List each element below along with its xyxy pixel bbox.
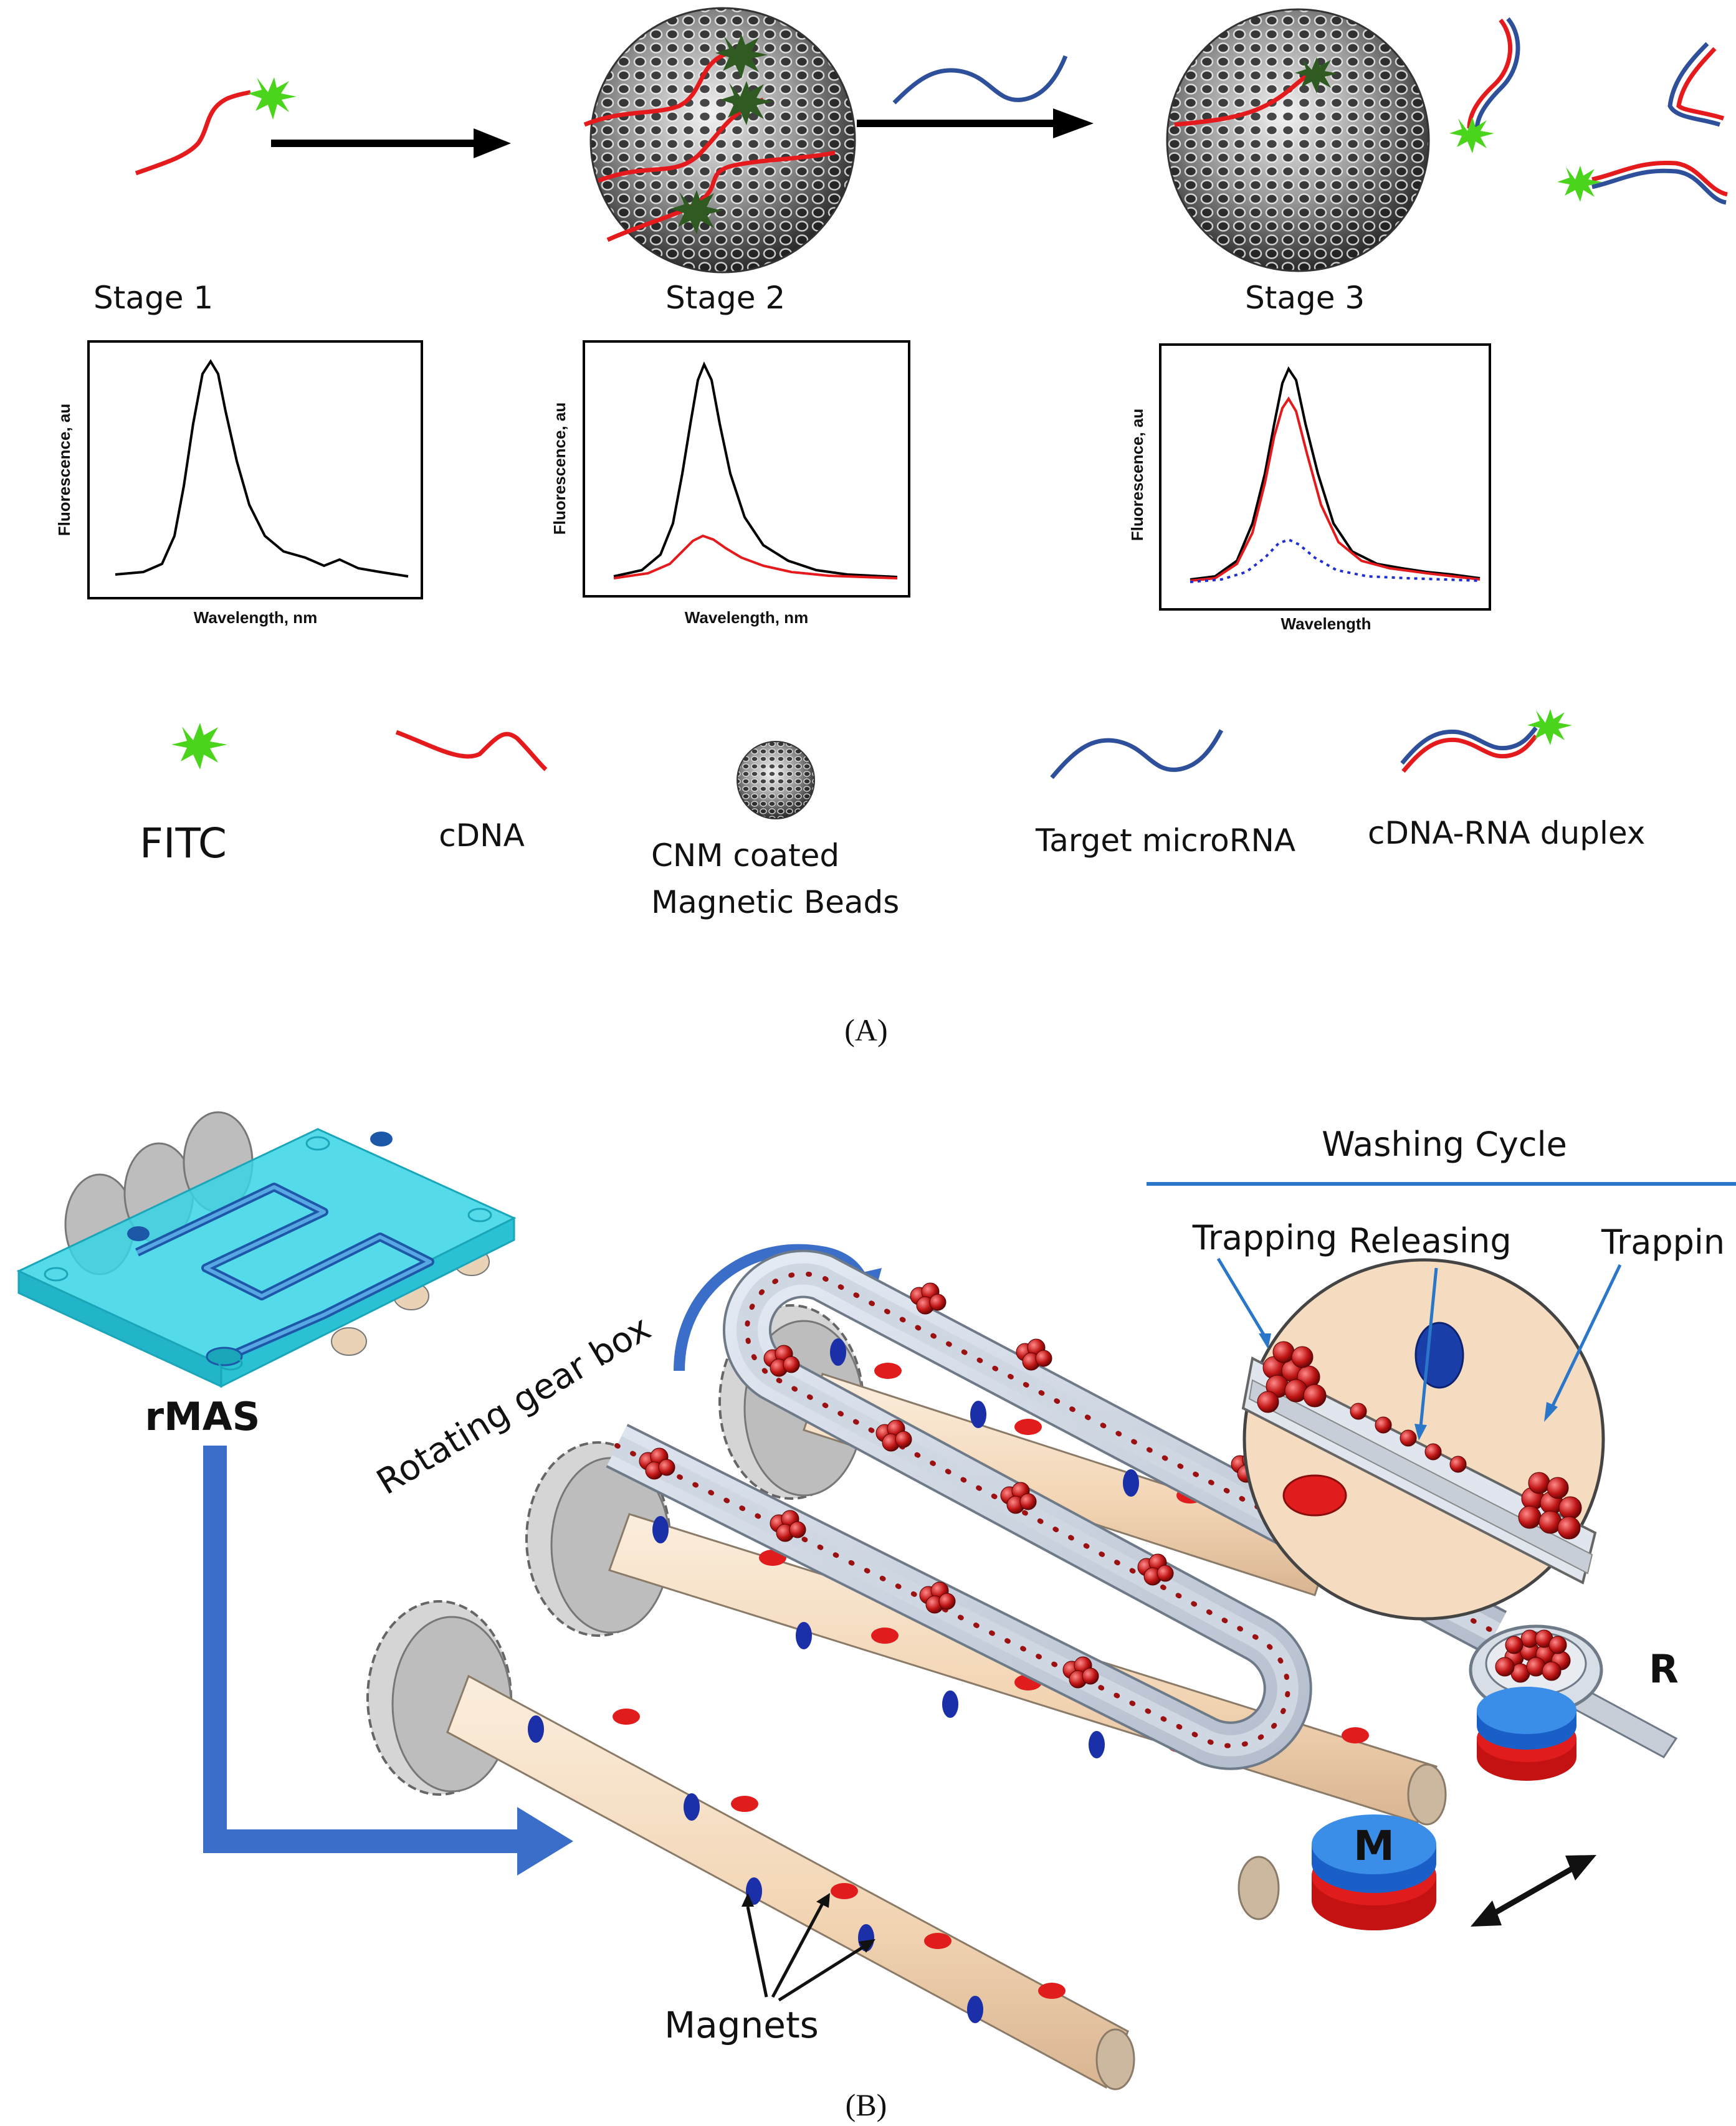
stage3-bead (1166, 8, 1430, 272)
fitc-star-icon (248, 77, 297, 120)
inset-pointer-arrows (1216, 1257, 1622, 1441)
rotation-arrow (674, 1244, 869, 1371)
stage1-probe (135, 77, 297, 176)
panel-b-label: (B) (846, 2087, 887, 2122)
rmas-chip (16, 1111, 517, 1388)
rod-1 (446, 1674, 1135, 2090)
plot-stage1: Wavelength, nm Fluorescence, au (55, 340, 423, 627)
legend-cdna-label: cDNA (439, 818, 525, 854)
stage2-label: Stage 2 (665, 280, 785, 316)
stage2-bead (583, 7, 856, 274)
plot2-curve-black (613, 361, 898, 578)
plot3-xlabel: Wavelength (1281, 614, 1371, 633)
legend-duplex-icon (1400, 709, 1572, 773)
plot3-curve-blue-dotted (1190, 538, 1481, 583)
stage3-label: Stage 3 (1245, 280, 1365, 316)
legend-cdna-icon (395, 730, 548, 771)
arrow-stage2-to-stage3 (857, 108, 1094, 138)
plot2-ylabel: Fluorescence, au (550, 403, 569, 535)
plot-stage2: Wavelength, nm Fluorescence, au (550, 340, 910, 627)
releasing-label: Releasing (1348, 1221, 1511, 1261)
plot3-ylabel: Fluorescence, au (1128, 409, 1147, 541)
plot3-frame (1159, 343, 1491, 611)
rmas-label: rMAS (145, 1394, 260, 1439)
magnets-label: Magnets (664, 2004, 819, 2046)
legend-fitc-label: FITC (140, 819, 227, 867)
magnets-pointers (742, 1893, 875, 2002)
arrow-stage1-to-stage2 (271, 128, 511, 158)
plot3-curve-black (1190, 366, 1481, 581)
washing-cycle-title: Washing Cycle (1322, 1125, 1567, 1164)
plot1-curve-black (115, 359, 409, 578)
legend-target-rna-icon (1050, 729, 1224, 779)
trapping-right-label: Trappin (1601, 1223, 1725, 1262)
plot2-frame (583, 340, 910, 598)
plot3-curve-red (1190, 396, 1481, 582)
reservoir-label: R (1649, 1646, 1679, 1692)
panel-b: rMAS Rotating gear box (16, 1111, 1736, 2122)
legend-target-label: Target microRNA (1035, 822, 1295, 859)
legend-cnm-bead-icon (737, 741, 815, 819)
reservoir-magnet (1477, 1687, 1576, 1781)
panel-a-label: (A) (844, 1013, 887, 1047)
plot-stage3: Wavelength Fluorescence, au (1128, 343, 1491, 633)
cdna-strand-icon (135, 90, 251, 176)
movable-magnet-m (1312, 1814, 1436, 1930)
magnet-m-label: M (1353, 1822, 1395, 1870)
magnet-motion-arrow (1471, 1855, 1596, 1927)
plot1-frame (87, 340, 423, 599)
panel-a: Stage 1 Stage 2 Stage 3 Wavelength, nm F… (55, 7, 1728, 1047)
plot2-xlabel: Wavelength, nm (685, 608, 808, 627)
legend-cnm-label-line2: Magnetic Beads (651, 884, 899, 920)
legend-duplex-label: cDNA-RNA duplex (1368, 815, 1645, 851)
flow-arrow (203, 1446, 573, 1876)
inset-magnifier (1241, 1258, 1605, 1621)
gear-2 (525, 1441, 671, 1637)
released-duplexes (1449, 17, 1728, 205)
washing-cycle-inset: Washing Cycle Trapping Releasing Trappin (1147, 1125, 1736, 1621)
legend: FITC cDNA CNM coated Magnetic Beads Targ… (140, 709, 1645, 920)
stage1-label: Stage 1 (93, 280, 213, 316)
plot2-curve-red (613, 534, 898, 579)
legend-fitc-icon (171, 723, 227, 770)
legend-cnm-label-line1: CNM coated (651, 837, 839, 874)
target-rna-incoming-icon (892, 55, 1068, 105)
plot1-ylabel: Fluorescence, au (55, 404, 74, 536)
trapping-left-label: Trapping (1192, 1218, 1337, 1257)
rod-3-end (1238, 1856, 1280, 1920)
plot1-xlabel: Wavelength, nm (194, 608, 317, 627)
reservoir (1469, 1624, 1678, 1781)
